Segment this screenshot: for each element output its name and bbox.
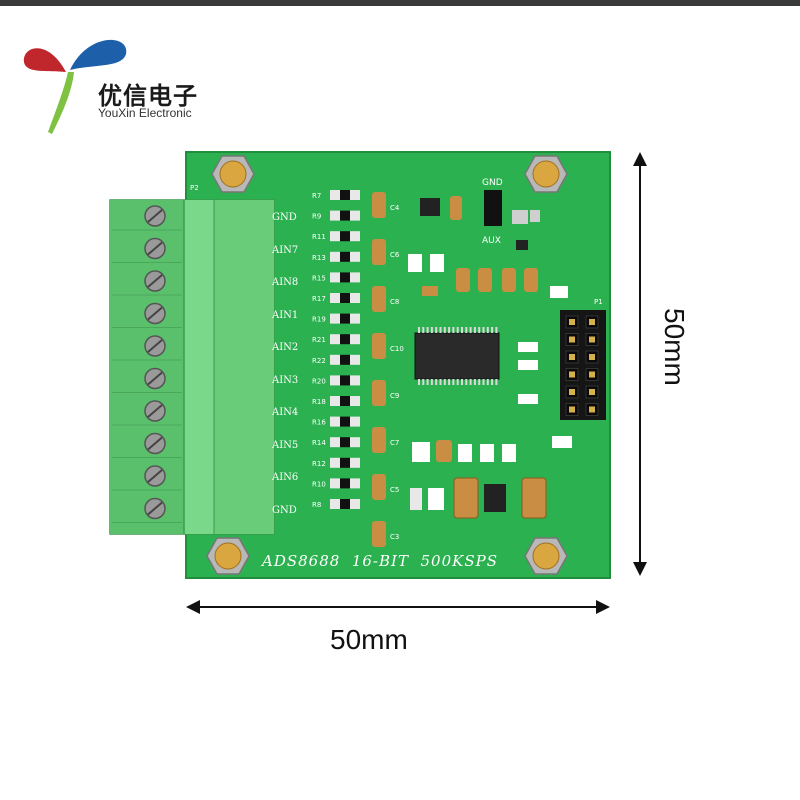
smd-resistor: R14 [312, 437, 360, 448]
resistor-label: R10 [312, 480, 326, 488]
ads8688-chip [414, 327, 500, 385]
brand-name-en: YouXin Electronic [98, 106, 192, 120]
capacitor-label: C8 [390, 298, 399, 306]
smd-capacitor: C8 [372, 286, 399, 312]
resistor-label: R21 [312, 336, 326, 344]
smd-capacitor: C9 [372, 380, 399, 406]
resistor-label: R16 [312, 419, 326, 427]
resistor-label: R8 [312, 501, 321, 509]
terminal-screw [144, 432, 166, 455]
logo-blue-petal [70, 39, 127, 70]
capacitor-label: C5 [390, 486, 399, 494]
terminal-screw [144, 205, 166, 227]
pin-label: GND [272, 212, 297, 223]
resistor-label: R14 [312, 439, 326, 447]
smd-resistor: R15 [312, 272, 360, 283]
smd-capacitor: C6 [372, 239, 400, 265]
resistor-label: R19 [312, 316, 326, 324]
resistor-label: R18 [312, 398, 326, 406]
resistor-label: R13 [312, 254, 326, 262]
resistor-label: R12 [312, 460, 326, 468]
terminal-screw [144, 367, 166, 390]
pin-label: AIN6 [272, 472, 299, 483]
mount-nut-br [524, 537, 568, 575]
connector-label: P2 [190, 184, 199, 192]
logo-red-petal [23, 48, 66, 72]
height-dimension-label: 50mm [659, 308, 690, 386]
resistor-label: R20 [312, 377, 326, 385]
terminal-screws [112, 205, 182, 523]
capacitor-label: C4 [390, 204, 400, 212]
smd-resistor: R13 [312, 251, 360, 262]
logo-green-stem [48, 72, 74, 134]
resistor-label: R17 [312, 295, 326, 303]
smd-resistor: R21 [312, 334, 360, 345]
terminal-screw [144, 400, 166, 422]
terminal-screw [144, 270, 166, 292]
terminal-screw [144, 497, 166, 520]
capacitor-label: C3 [390, 533, 399, 541]
smd-resistor: R11 [312, 231, 360, 242]
board-model-label: ADS8688 16-BIT 500KSPS [262, 552, 498, 570]
smd-resistor: R7 [312, 190, 360, 200]
top-banner-strip [0, 0, 800, 6]
resistor-label: R11 [312, 233, 326, 241]
smd-resistor: R17 [312, 293, 360, 303]
pin-label: AIN8 [272, 277, 299, 288]
resistor-label: R15 [312, 274, 326, 282]
dimension-arrow-horizontal [186, 600, 610, 614]
capacitor-label: C10 [390, 345, 404, 353]
dimension-arrow-vertical [633, 152, 647, 576]
smd-capacitor: C5 [372, 474, 399, 500]
terminal-screw [144, 237, 166, 260]
pin-label: GND [272, 504, 297, 516]
smd-resistor: R20 [312, 375, 360, 386]
smd-resistor: R22 [312, 354, 360, 365]
smd-resistor: R12 [312, 457, 360, 468]
smd-resistor: R18 [312, 396, 360, 406]
pin-header-p1 [560, 310, 606, 420]
pin-label: AIN2 [272, 342, 299, 353]
pin-label: AIN7 [272, 244, 299, 256]
smd-capacitor: C3 [372, 521, 399, 547]
mount-nut-tr [524, 155, 568, 193]
mount-nut-bl [206, 537, 250, 575]
pin-label: AIN4 [272, 407, 299, 418]
pin-label: AIN1 [272, 309, 299, 321]
resistor-label: R22 [312, 357, 326, 365]
smd-resistor: R19 [312, 313, 360, 324]
width-dimension-label: 50mm [330, 624, 408, 655]
smd-capacitor: C10 [372, 333, 404, 359]
terminal-screw [144, 465, 166, 487]
brand-name-cn: 优信电子 [98, 82, 198, 110]
capacitor-label: C9 [390, 392, 399, 400]
resistor-label: R7 [312, 192, 321, 200]
smd-capacitor: C7 [372, 427, 399, 453]
jumper-aux-label: AUX [482, 236, 501, 246]
smd-resistor: R8 [312, 499, 360, 509]
smd-resistor: R16 [312, 416, 360, 427]
smd-resistor: R9 [312, 210, 360, 221]
capacitor-label: C6 [390, 251, 400, 259]
resistor-column: R7R9R11R13R15R17R19R21R22R20R18R16R14R12… [312, 190, 360, 509]
header-label: P1 [594, 298, 603, 306]
capacitor-label: C7 [390, 439, 399, 447]
pin-label: AIN3 [272, 374, 299, 386]
jumper-gnd-label: GND [482, 178, 503, 188]
mount-nut-tl [211, 155, 255, 193]
smd-resistor: R10 [312, 478, 360, 489]
pin-label: AIN5 [272, 439, 299, 451]
resistor-label: R9 [312, 213, 321, 221]
youxin-logo-icon [23, 39, 127, 134]
terminal-screw [144, 335, 166, 357]
smd-capacitor: C4 [372, 192, 400, 218]
terminal-screw [144, 302, 166, 325]
